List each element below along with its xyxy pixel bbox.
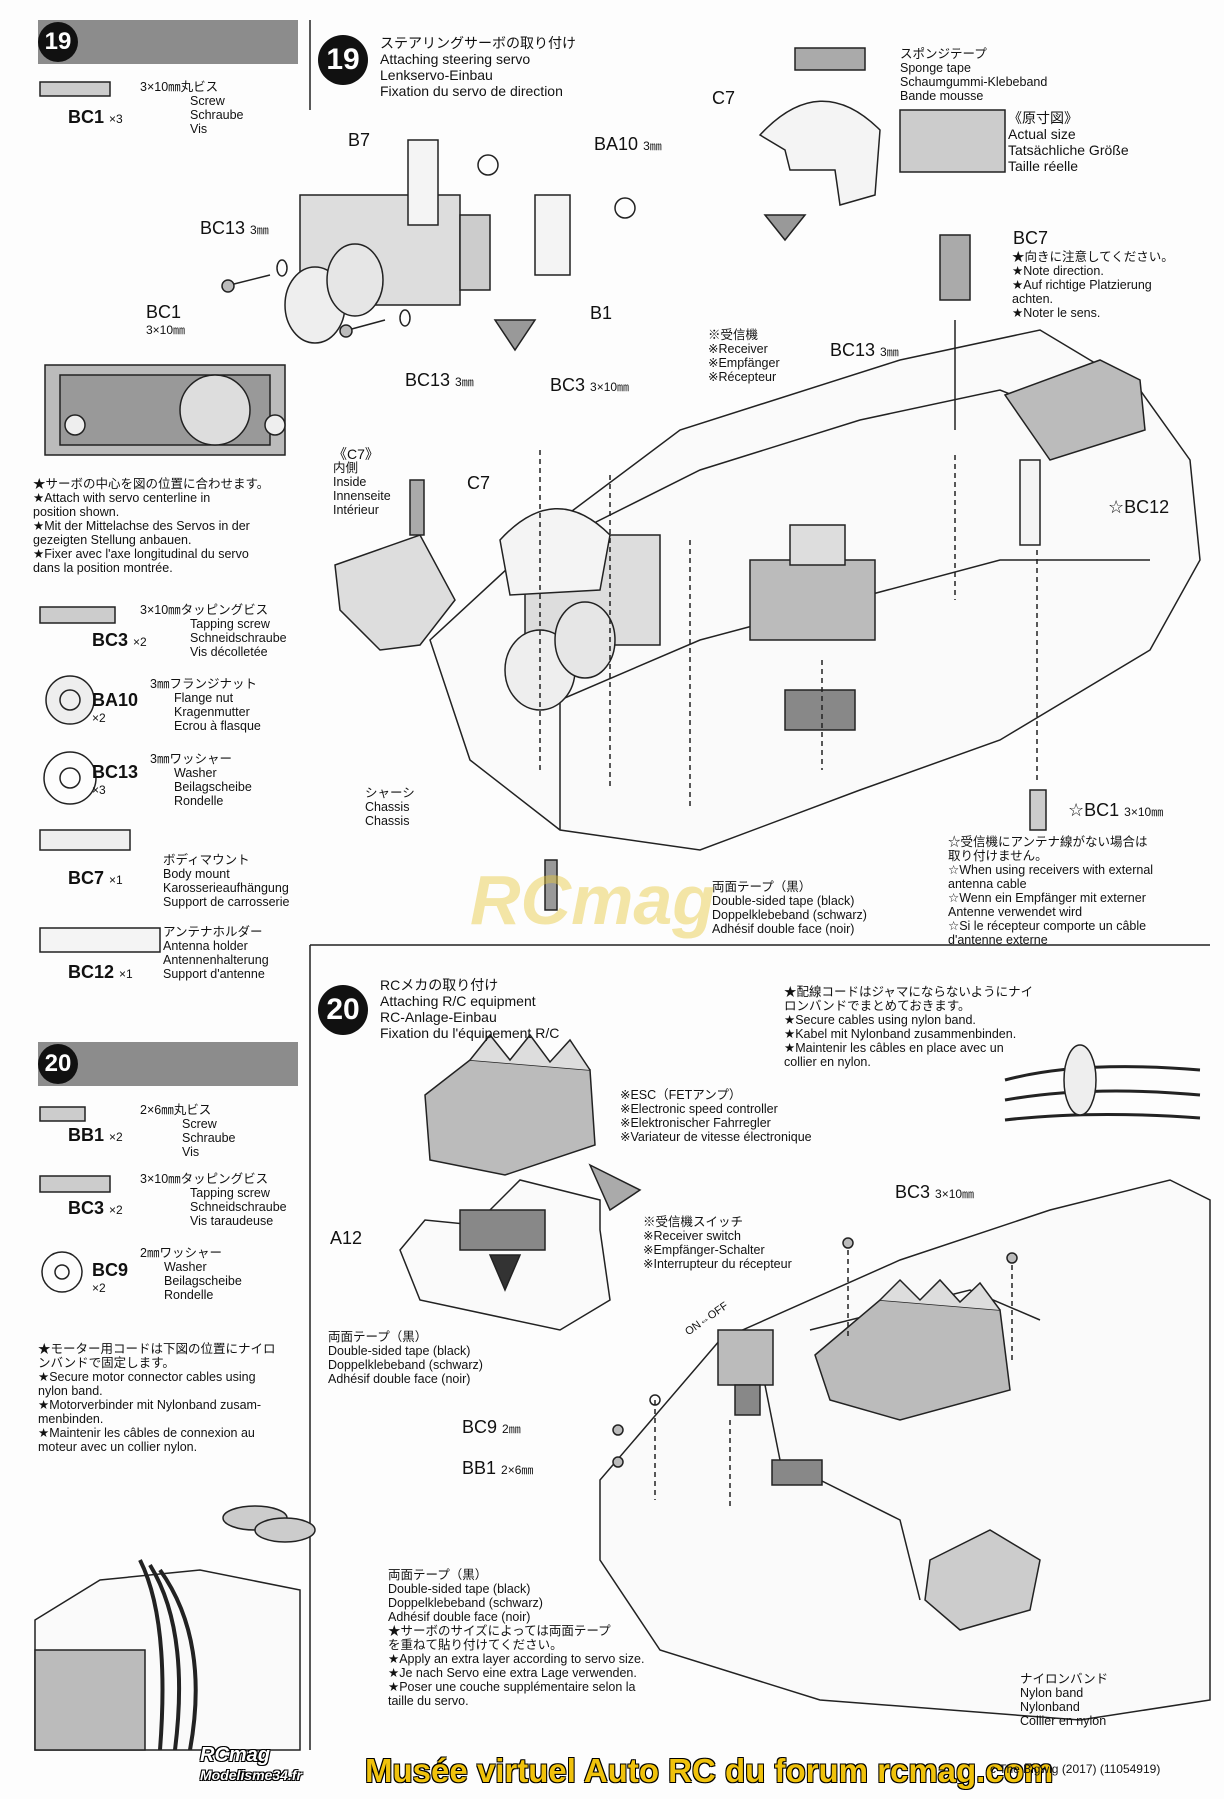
part-desc-bc1: 3×10㎜丸ビス Screw Schraube Vis	[140, 80, 244, 136]
label-bc7: BC7	[1013, 228, 1049, 248]
label-bc13-a: BC13 3㎜	[200, 218, 269, 238]
label-bc3: BC3 3×10㎜	[550, 375, 630, 395]
part-desc-ba10: 3㎜フランジナット Flange nut Kragenmutter Ecrou …	[150, 677, 261, 733]
label-b1: B1	[590, 303, 613, 323]
label-bc3-20: BC3 3×10㎜	[895, 1182, 975, 1202]
part-desc-bc13: 3㎜ワッシャー Washer Beilagscheibe Rondelle	[150, 752, 252, 808]
label-bc1-b: ☆BC1 3×10㎜	[1068, 800, 1164, 820]
motor-cable-note: ★モーター用コードは下図の位置にナイロ ンバンドで固定します。 ★Secure …	[38, 1342, 276, 1454]
c7-inside-label: 《C7》 内側 Inside Innenseite Intérieur	[333, 446, 391, 517]
part-desc-bc7: ボディマウント Body mount Karosserieaufhängung …	[163, 853, 290, 909]
footer-banner: Musée virtuel Auto RC du forum rcmag.com	[365, 1752, 1054, 1789]
sidebar-header-19	[38, 20, 298, 64]
part-code-bc13: BC13×3	[92, 762, 139, 797]
step20-title: RCメカの取り付け Attaching R/C equipment RC-Anl…	[380, 977, 560, 1041]
external-antenna-note: ☆受信機にアンテナ線がない場合は 取り付けません。 ☆When using re…	[948, 835, 1154, 947]
servo-centerline-note: ★サーボの中心を図の位置に合わせます。 ★Attach with servo c…	[33, 477, 270, 575]
double-sided-tape-label-20a: 両面テープ（黒） Double-sided tape (black) Doppe…	[328, 1330, 483, 1386]
part-code-bb1: BB1 ×2	[68, 1125, 123, 1145]
label-bc9: BC9 2㎜	[462, 1417, 521, 1437]
label-c7-chassis: C7	[467, 473, 491, 493]
label-a12: A12	[330, 1228, 363, 1248]
part-code-bc3: BC3 ×2	[92, 630, 147, 650]
part-desc-bc9: 2㎜ワッシャー Washer Beilagscheibe Rondelle	[140, 1246, 242, 1302]
label-c7-top: C7	[712, 88, 736, 108]
rcmag-watermark: RCmag	[470, 861, 716, 939]
sidebar-header-20	[38, 1042, 298, 1086]
sponge-tape-label: スポンジテープ Sponge tape Schaumgummi-Klebeban…	[900, 47, 1048, 103]
nylon-band-label: ナイロンバンド Nylon band Nylonband Collier en …	[1020, 1672, 1109, 1728]
step-number-19: 19	[318, 35, 368, 85]
label-bc13-c: BC13 3㎜	[830, 340, 899, 360]
chassis-label: シャーシ Chassis Chassis	[365, 786, 415, 828]
double-sided-tape-label-19: 両面テープ（黒） Double-sided tape (black) Doppe…	[712, 880, 867, 936]
receiver-label: ※受信機 ※Receiver ※Empfänger ※Récepteur	[708, 328, 780, 384]
part-code-bc9: BC9×2	[92, 1260, 129, 1295]
actual-size-label: 《原寸図》 Actual size Tatsächliche Größe Tai…	[1008, 110, 1129, 174]
label-b7: B7	[348, 130, 371, 150]
part-code-bc3-20: BC3 ×2	[68, 1198, 123, 1218]
part-desc-bc3-20: 3×10㎜タッピングビス Tapping screw Schneidschrau…	[140, 1172, 287, 1228]
footer-logo: RCmag Modelisme34.fr	[200, 1744, 302, 1783]
part-desc-bc3: 3×10㎜タッピングビス Tapping screw Schneidschrau…	[140, 603, 287, 659]
sidebar-step-number-20: 20	[38, 1044, 78, 1084]
step-number-20: 20	[318, 985, 368, 1035]
step19-title: ステアリングサーボの取り付け Attaching steering servo …	[380, 35, 576, 99]
part-desc-bb1: 2×6㎜丸ビス Screw Schraube Vis	[140, 1103, 236, 1159]
bc7-direction-note: ★向きに注意してください。 ★Note direction. ★Auf rich…	[1012, 250, 1174, 320]
footer-reference: c The Bigwig (2017) (11054919)	[990, 1762, 1161, 1776]
double-sided-tape-label-20b: 両面テープ（黒） Double-sided tape (black) Doppe…	[388, 1568, 645, 1708]
cable-nylon-note: ★配線コードはジャマにならないようにナイ ロンバンドでまとめておきます。 ★Se…	[784, 985, 1034, 1069]
part-code-ba10: BA10×2	[92, 690, 139, 725]
sidebar-step-number-19: 19	[38, 22, 78, 62]
label-bc12: ☆BC12	[1108, 497, 1170, 517]
receiver-switch-label: ※受信機スイッチ ※Receiver switch ※Empfänger-Sch…	[643, 1215, 792, 1271]
part-code-bc7: BC7 ×1	[68, 868, 123, 888]
label-bb1: BB1 2×6㎜	[462, 1458, 534, 1478]
esc-label: ※ESC（FETアンプ） ※Electronic speed controlle…	[620, 1088, 812, 1144]
label-ba10: BA10 3㎜	[594, 134, 662, 154]
part-desc-bc12: アンテナホルダー Antenna holder Antennenhalterun…	[163, 925, 269, 981]
part-code-bc1: BC1 ×3	[68, 107, 123, 127]
part-code-bc12: BC12 ×1	[68, 962, 133, 982]
label-bc13-b: BC13 3㎜	[405, 370, 474, 390]
